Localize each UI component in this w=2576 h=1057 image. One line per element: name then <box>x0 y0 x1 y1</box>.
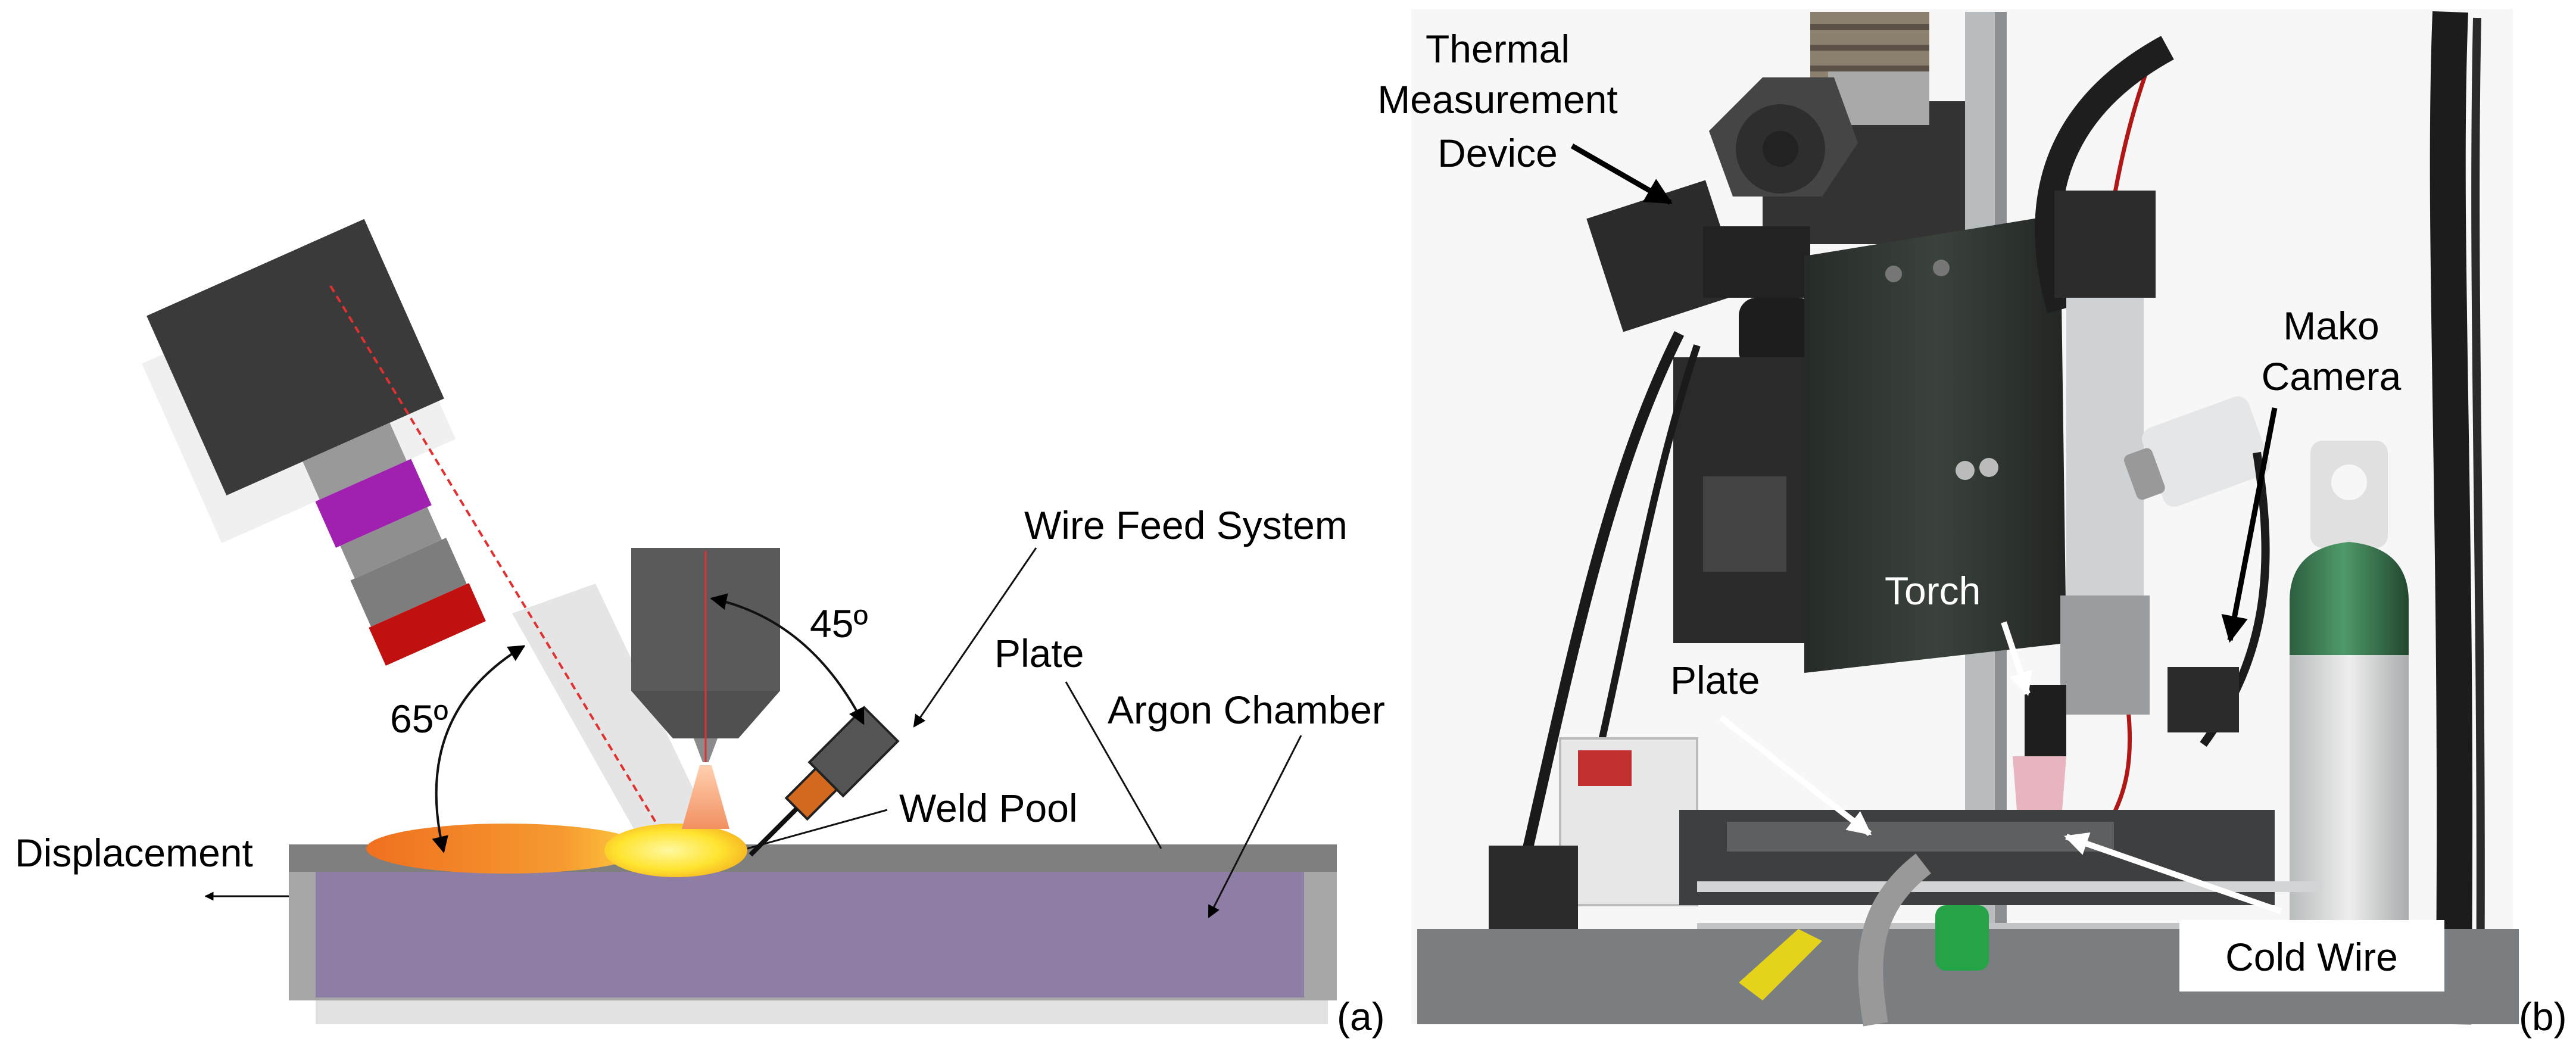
cold-wire-arrow <box>2064 832 2282 914</box>
mako-lens-block <box>2168 667 2239 732</box>
torch-motor <box>2054 191 2156 298</box>
plate-bolt-1 <box>1885 266 1902 282</box>
label-wire-feed-system: Wire Feed System <box>1024 503 1348 547</box>
panel-a-label: (a) <box>1337 994 1385 1039</box>
lens-ring-magenta <box>315 459 432 548</box>
camera-centerline <box>329 285 671 847</box>
panel-b-photo: Thermal Measurement Device Mako Camera T… <box>1377 9 2567 1039</box>
label-thermal-3: Device <box>1437 131 1558 175</box>
label-mako-2: Camera <box>2262 354 2402 398</box>
lens-ring-3 <box>350 538 467 627</box>
thermal-arrow <box>1570 144 1673 205</box>
right-cable-bundle <box>2430 11 2473 1025</box>
angle-45-arc <box>710 593 865 725</box>
label-angle-45: 45º <box>810 601 868 646</box>
lens-ring-red <box>369 583 486 666</box>
lens-ring-1 <box>302 422 407 500</box>
torch-arrow <box>2001 621 2032 696</box>
green-holder <box>1935 905 1989 971</box>
wire-feeder-wire <box>749 806 799 857</box>
plate-bolt-4 <box>1979 458 1998 477</box>
right-cable-thin <box>2471 17 2485 1013</box>
label-plate-b: Plate <box>1670 658 1760 702</box>
left-housing-detail <box>1703 476 1786 572</box>
argon-volume <box>316 863 1304 997</box>
weld-trail <box>366 824 646 874</box>
label-argon-chamber: Argon Chamber <box>1108 688 1385 732</box>
plate-bolt-2 <box>1933 260 1950 276</box>
torch-clamp <box>2060 595 2150 715</box>
thermal-device <box>1586 77 1858 369</box>
plate-bolt-3 <box>1956 461 1975 480</box>
steel-mount-plate <box>1804 214 2066 673</box>
camera-assembly <box>142 219 486 666</box>
label-displacement: Displacement <box>15 831 253 875</box>
cold-wire-label-box <box>2179 920 2444 991</box>
black-cable-bundle <box>2035 36 2174 314</box>
weld-pool <box>604 824 747 877</box>
lens-ring-2 <box>340 507 442 579</box>
label-thermal-2: Measurement <box>1377 77 1618 121</box>
label-thermal-1: Thermal <box>1426 27 1570 71</box>
wire-feeder <box>749 706 900 857</box>
yellow-strap <box>1739 929 1822 1000</box>
panel-a-schematic: Wire Feed System 45º Plate Argon Chamber… <box>15 219 1385 1039</box>
left-fixture-red <box>1578 750 1632 786</box>
angle-65-arc <box>432 645 526 853</box>
weld-pool-leader <box>747 809 888 850</box>
plate-arrow-b <box>1719 715 1872 836</box>
rail-1 <box>1697 881 2322 892</box>
label-mako-1: Mako <box>2283 304 2379 348</box>
camera-body <box>146 219 444 495</box>
torch-lower <box>2025 685 2066 756</box>
mako-camera-body <box>2123 396 2271 507</box>
camera-view-beam <box>512 584 715 846</box>
label-torch: Torch <box>1885 569 1981 613</box>
arc-plume <box>682 765 729 829</box>
wire-feed-leader <box>913 547 1037 728</box>
label-weld-pool: Weld Pool <box>899 786 1078 830</box>
argon-leader <box>1208 735 1302 918</box>
corrugated-hose <box>1858 853 1932 1027</box>
cylinder-body <box>2290 542 2409 1024</box>
left-cable-1 <box>1519 330 1685 865</box>
label-cold-wire: Cold Wire <box>2225 935 2398 979</box>
cylinder-cap-hole <box>2331 464 2367 500</box>
plate-leader <box>1065 681 1162 849</box>
panel-b-label: (b) <box>2519 994 2567 1039</box>
cylinder-shoulder <box>2290 542 2409 655</box>
mako-arrow <box>2221 407 2278 643</box>
work-plate <box>1727 822 2114 852</box>
label-plate-a: Plate <box>994 631 1084 675</box>
label-angle-65: 65º <box>390 697 448 741</box>
